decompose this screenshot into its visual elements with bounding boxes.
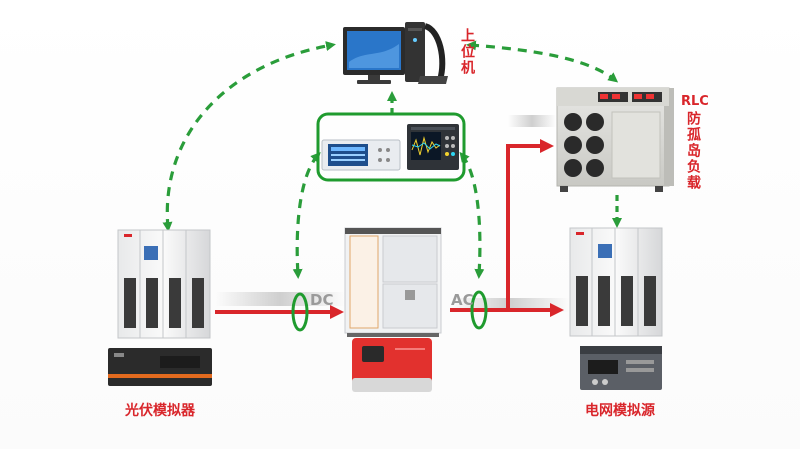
rlc-title-label: RLC: [681, 94, 709, 109]
power-analyzer-icon: [321, 139, 401, 171]
string-inverter-icon: [352, 338, 432, 392]
instruments-to-ac-probe-link: [459, 151, 485, 279]
inverter-cabinet-icon: [344, 227, 442, 337]
pv-simulator-label: 光伏模拟器: [125, 403, 195, 419]
ac-label: AC: [451, 291, 474, 309]
ac-current-probe-icon: [470, 290, 488, 330]
grid-simulator-cabinet-icon: [569, 227, 663, 337]
host-to-rlc-link: [466, 40, 619, 83]
rlc-load-cabinet-icon: [556, 87, 674, 192]
rlc-line-shadow: [508, 115, 556, 127]
dc-line-shadow: [215, 292, 345, 306]
host-pc-label: 上位机: [459, 28, 475, 76]
pv-simulator-cabinet-icon: [117, 229, 211, 339]
pv-rack-unit-icon: [108, 348, 212, 386]
grid-simulator-label: 电网模拟源: [585, 403, 655, 419]
dc-label: DC: [310, 291, 334, 309]
rlc-power-line: [506, 139, 554, 310]
instruments-to-dc-probe-link: [292, 152, 321, 279]
instruments-frame: [316, 112, 466, 182]
dc-current-probe-icon: [291, 292, 309, 332]
computer-icon: [343, 22, 448, 84]
pv-to-host-link: [162, 41, 336, 232]
rlc-load-label: 防孤岛负载: [685, 111, 701, 191]
grid-rack-unit-icon: [580, 346, 662, 390]
oscilloscope-icon: [407, 124, 459, 170]
